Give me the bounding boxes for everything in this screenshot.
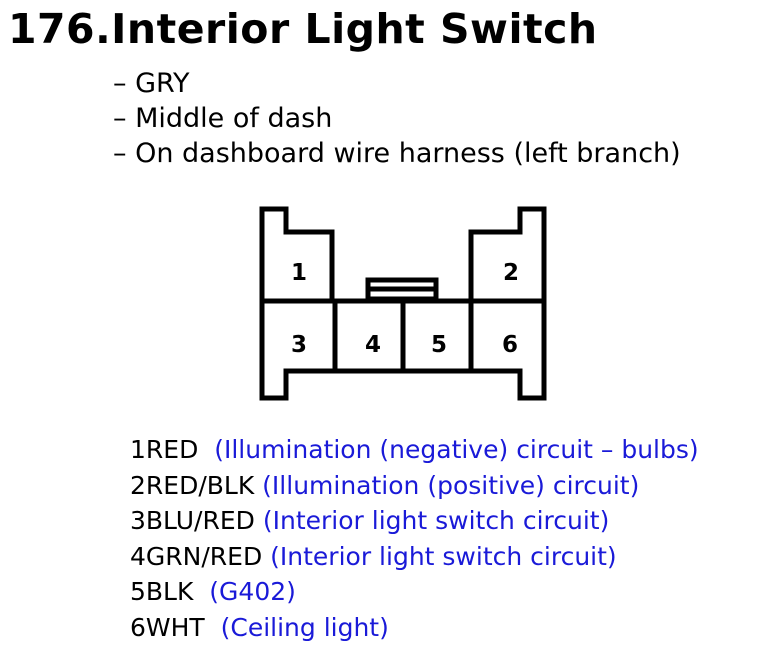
- wire-label: 6WHT: [130, 612, 205, 642]
- pin-label-1: 1: [291, 260, 307, 286]
- note-color: – GRY: [113, 68, 190, 99]
- wire-description: (Interior light switch circuit): [270, 541, 617, 571]
- pin-row: 3BLU/RED (Interior light switch circuit): [130, 503, 699, 539]
- note-harness: – On dashboard wire harness (left branch…: [113, 138, 681, 169]
- pin-row: 2RED/BLK (Illumination (positive) circui…: [130, 468, 699, 504]
- note-location: – Middle of dash: [113, 103, 333, 134]
- wire-label: 5BLK: [130, 577, 194, 606]
- pin-row: 5BLK (G402): [130, 574, 699, 610]
- pin-label-6: 6: [502, 332, 518, 358]
- page-title: 176.Interior Light Switch: [8, 5, 598, 53]
- wire-description: (Ceiling light): [220, 612, 389, 642]
- wire-description: (Illumination (positive) circuit): [262, 470, 640, 500]
- connector-notes: – GRY – Middle of dash – On dashboard wi…: [113, 66, 681, 171]
- pin-row: 4GRN/RED (Interior light switch circuit): [130, 539, 699, 575]
- wire-label: 1RED: [130, 435, 199, 464]
- wire-description: (Interior light switch circuit): [262, 506, 610, 535]
- connector-diagram: 1 2 3 4 5 6: [259, 206, 547, 401]
- pin-list: 1RED (Illumination (negative) circuit – …: [130, 432, 699, 645]
- wire-description: (Illumination (negative) circuit – bulbs…: [214, 435, 699, 464]
- wire-description: (G402): [209, 577, 296, 606]
- connector-outline: [259, 206, 547, 401]
- wire-label: 2RED/BLK: [130, 470, 255, 500]
- pin-label-4: 4: [365, 332, 381, 358]
- wire-label: 4GRN/RED: [130, 541, 263, 571]
- pin-label-5: 5: [431, 332, 447, 358]
- pin-row: 1RED (Illumination (negative) circuit – …: [130, 432, 699, 468]
- pin-row: 6WHT (Ceiling light): [130, 610, 699, 646]
- pin-label-2: 2: [503, 260, 519, 286]
- wire-label: 3BLU/RED: [130, 506, 255, 535]
- pin-label-3: 3: [291, 332, 307, 358]
